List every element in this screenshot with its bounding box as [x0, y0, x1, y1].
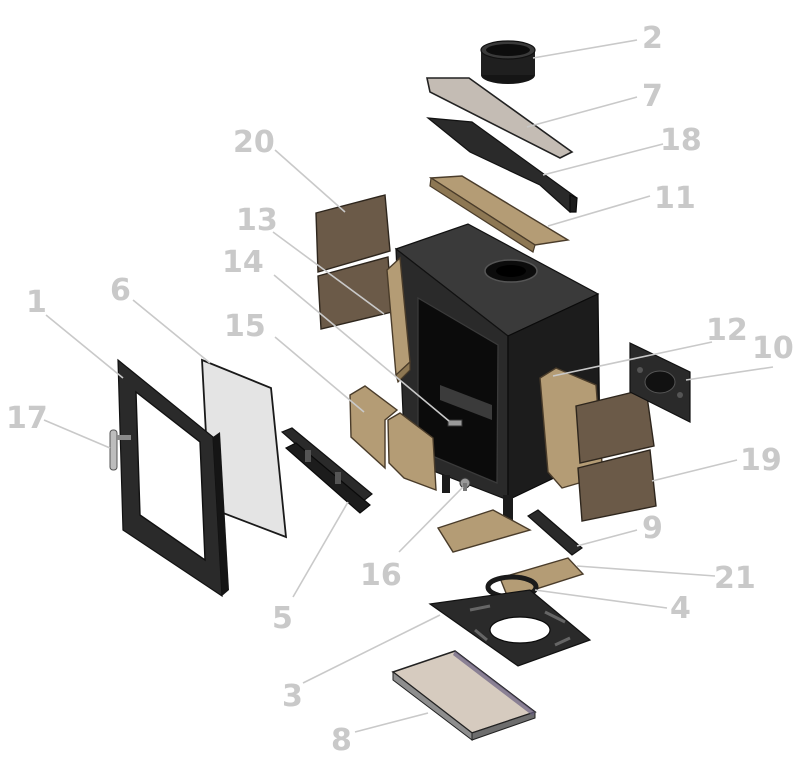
part-firebrick-right-lower — [577, 449, 657, 522]
leader-8 — [354, 712, 429, 733]
part-firebrick-sill — [499, 557, 585, 599]
leader-13 — [272, 231, 385, 315]
callout-4: 4 — [670, 591, 691, 626]
callout-21: 21 — [714, 561, 756, 596]
leader-3 — [302, 614, 441, 684]
part-firebrick-front-right — [387, 412, 437, 492]
part-flue-collar — [480, 40, 536, 84]
callout-6: 6 — [110, 273, 131, 308]
part-door-handle — [109, 429, 131, 471]
part-screw — [459, 477, 471, 491]
callout-18: 18 — [660, 123, 702, 158]
callout-9: 9 — [642, 511, 663, 546]
part-door-frame — [117, 358, 229, 598]
leader-15 — [274, 336, 365, 413]
part-firebrick-right-upper — [575, 388, 655, 464]
leader-6 — [132, 299, 211, 364]
leader-4 — [534, 589, 668, 609]
leader-9 — [576, 529, 638, 547]
callout-17: 17 — [6, 401, 48, 436]
callout-15: 15 — [224, 309, 266, 344]
leader-7 — [526, 96, 638, 128]
part-airwash-bar — [280, 427, 373, 514]
part-baffle-black — [426, 117, 578, 213]
part-ash-pan — [391, 650, 537, 742]
leader-12 — [552, 341, 713, 377]
callout-numbers: 1 2 3 4 5 6 7 8 9 10 11 12 13 14 15 16 1… — [6, 21, 794, 758]
callout-1: 1 — [26, 285, 47, 320]
leader-18 — [542, 143, 664, 176]
part-air-inlet-plate — [629, 342, 691, 423]
callout-2: 2 — [642, 21, 663, 56]
callout-5: 5 — [272, 601, 293, 636]
leader-16 — [398, 486, 464, 553]
leader-5 — [292, 501, 349, 598]
part-bolt — [447, 419, 463, 427]
callout-16: 16 — [360, 558, 402, 593]
callout-19: 19 — [740, 443, 782, 478]
part-firebrick-bottom-left — [436, 509, 532, 553]
part-baffle-plate — [426, 77, 574, 159]
callout-14: 14 — [222, 245, 264, 280]
leader-lines — [43, 39, 774, 733]
callout-7: 7 — [642, 79, 663, 114]
leader-21 — [576, 565, 716, 577]
leader-14 — [273, 274, 450, 422]
callout-10: 10 — [752, 331, 794, 366]
leader-11 — [547, 195, 651, 227]
leader-10 — [685, 366, 774, 381]
callout-3: 3 — [282, 679, 303, 714]
leader-1 — [45, 314, 124, 379]
callout-12: 12 — [706, 313, 748, 348]
callout-8: 8 — [331, 723, 352, 758]
leader-2 — [532, 39, 638, 59]
leader-19 — [651, 459, 738, 482]
part-grate-bar — [526, 509, 583, 556]
leader-17 — [43, 419, 111, 449]
callout-11: 11 — [654, 181, 696, 216]
part-firebrick-rear-upper — [315, 194, 391, 273]
part-firebrick-front-left — [349, 385, 399, 470]
leader-20 — [274, 149, 346, 213]
callout-20: 20 — [233, 125, 275, 160]
callout-13: 13 — [236, 203, 278, 238]
part-base-grate — [428, 589, 592, 667]
part-firebrick-left-side — [386, 256, 411, 384]
part-top-firebrick — [428, 175, 571, 253]
